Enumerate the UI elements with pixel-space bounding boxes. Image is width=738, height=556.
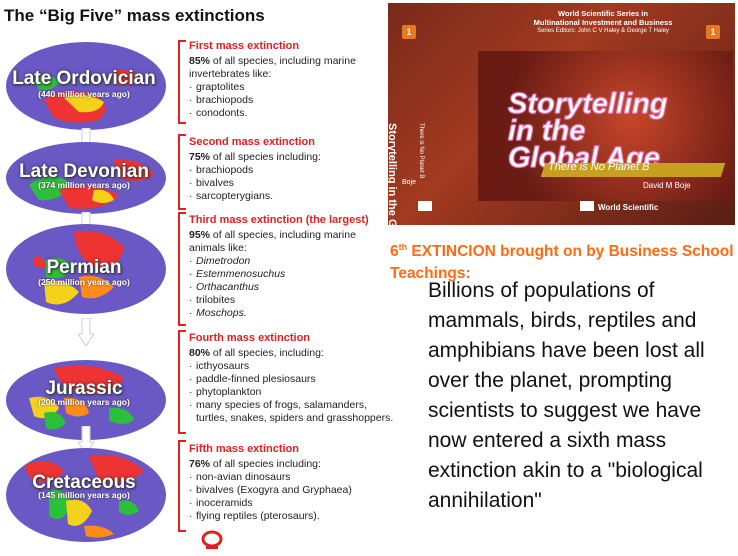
era-name: Late Ordovician xyxy=(12,68,156,89)
body-paragraph: Billions of populations of mammals, bird… xyxy=(428,279,705,512)
list-item: non-avian dinosaurs xyxy=(189,471,394,484)
list-item: bivalves (Exogyra and Gryphaea) xyxy=(189,484,394,497)
extinction-heading: First mass extinction xyxy=(189,40,300,52)
series-line: World Scientific Series in xyxy=(558,9,648,18)
extinction-intro: of all species, including marine animals… xyxy=(189,229,356,254)
era-name: Cretaceous xyxy=(32,472,136,493)
list-item: graptolites xyxy=(189,81,394,94)
publisher-logo-icon xyxy=(580,201,594,211)
extinction-percent: 85% xyxy=(189,55,211,67)
extinction-intro: of all species, including marine inverte… xyxy=(189,55,356,80)
era-years: (374 million years ago) xyxy=(38,180,130,190)
list-item: brachiopods xyxy=(189,164,394,177)
extinction-4: Fourth mass extinction 80% of all specie… xyxy=(189,332,394,425)
list-item: trilobites xyxy=(189,294,394,307)
cover-subtitle: There is No Planet B xyxy=(548,161,650,173)
extinction-intro: of all species including: xyxy=(210,458,321,470)
publisher-logo-icon xyxy=(418,201,432,211)
extinction-5: Fifth mass extinction 76% of all species… xyxy=(189,443,394,523)
series-line: Multinational Investment and Business xyxy=(533,18,673,27)
extinction-2: Second mass extinction 75% of all specie… xyxy=(189,136,394,203)
headline-text: EXTINCION brought on by Business School … xyxy=(390,243,734,283)
publisher-name: World Scientific xyxy=(598,203,659,212)
list-item: Moschops. xyxy=(189,307,394,320)
era-jurassic: Jurassic (200 million years ago) xyxy=(4,358,169,442)
series-editors: Series Editors: John C V Haley & George … xyxy=(537,28,669,34)
list-item: flying reptiles (pterosaurs). xyxy=(189,510,394,523)
spine-subtitle: There is No Planet B xyxy=(418,123,424,179)
extinction-intro: of all species including: xyxy=(210,151,321,163)
book-cover-image: World Scientific Series in Multinational… xyxy=(388,3,735,225)
list-item: inoceramids xyxy=(189,497,394,510)
bracket xyxy=(178,40,186,124)
earth-map-icon xyxy=(6,224,166,314)
cover-title-line: in the xyxy=(508,115,586,147)
earth-map-icon xyxy=(6,142,166,214)
extinction-heading: Third mass extinction (the largest) xyxy=(189,214,369,226)
headline-suffix: th xyxy=(398,242,408,252)
cover-title-line: Storytelling xyxy=(508,88,669,120)
era-years: (145 million years ago) xyxy=(38,490,130,500)
headline-number: 6 xyxy=(390,243,399,261)
era-permian: Permian (250 million years ago) xyxy=(4,222,169,316)
list-item: many species of frogs, salamanders, turt… xyxy=(189,399,394,425)
extinction-percent: 75% xyxy=(189,151,211,163)
list-item: sarcopterygians. xyxy=(189,190,394,203)
list-item: Orthacanthus xyxy=(189,281,394,294)
list-item: bivalves xyxy=(189,177,394,190)
bracket xyxy=(178,440,186,532)
volume-badge: 1 xyxy=(706,25,720,39)
cover-art: Storytelling in the Global Age There is … xyxy=(478,51,733,201)
era-years: (440 million years ago) xyxy=(38,89,130,99)
list-item: Estemmenosuchus xyxy=(189,268,394,281)
era-late-ordovician: Late Ordovician (440 million years ago) xyxy=(4,40,169,132)
extinction-1: First mass extinction 85% of all species… xyxy=(189,40,394,120)
list-item: brachiopods xyxy=(189,94,394,107)
spine-author: Boje xyxy=(402,179,417,186)
cover-title: Storytelling in the Global Age xyxy=(508,88,669,173)
list-item: phytoplankton xyxy=(189,386,394,399)
earth-map-icon xyxy=(6,360,166,440)
era-name: Jurassic xyxy=(45,378,123,399)
extinction-intro: of all species, including: xyxy=(210,347,324,359)
era-years: (200 million years ago) xyxy=(38,397,130,407)
era-name: Permian xyxy=(46,257,122,278)
bracket xyxy=(178,134,186,210)
era-cretaceous: Cretaceous (145 million years ago) xyxy=(4,446,169,544)
era-name: Late Devonian xyxy=(19,161,149,182)
sixth-extinction-headline: 6th EXTINCION brought on by Business Sch… xyxy=(390,236,735,285)
extinction-percent: 76% xyxy=(189,458,211,470)
era-years: (250 million years ago) xyxy=(38,277,130,287)
earth-map-icon xyxy=(6,42,166,130)
page-title: The “Big Five” mass extinctions xyxy=(4,6,265,25)
volume-badge: 1 xyxy=(402,25,416,39)
extinction-heading: Fourth mass extinction xyxy=(189,332,311,344)
bracket xyxy=(178,330,186,434)
spine-title: Storytelling in the Global Age xyxy=(388,123,398,225)
series-title: World Scientific Series in Multinational… xyxy=(503,9,703,36)
list-item: conodonts. xyxy=(189,107,394,120)
extinction-heading: Fifth mass extinction xyxy=(189,443,300,455)
era-late-devonian: Late Devonian (374 million years ago) xyxy=(4,140,169,216)
down-arrow-icon xyxy=(78,426,94,454)
bracket xyxy=(178,212,186,326)
list-item: Dimetrodon xyxy=(189,255,394,268)
extinction-percent: 95% xyxy=(189,229,211,241)
list-item: paddle-finned plesiosaurs xyxy=(189,373,394,386)
cover-author: David M Boje xyxy=(643,181,691,190)
extinction-percent: 80% xyxy=(189,347,211,359)
extinction-3: Third mass extinction (the largest) 95% … xyxy=(189,214,394,320)
brand-logo-icon xyxy=(201,530,223,549)
list-item: icthyosaurs xyxy=(189,360,394,373)
down-arrow-icon xyxy=(78,318,94,346)
earth-map-icon xyxy=(6,448,166,542)
extinction-heading: Second mass extinction xyxy=(189,136,315,148)
